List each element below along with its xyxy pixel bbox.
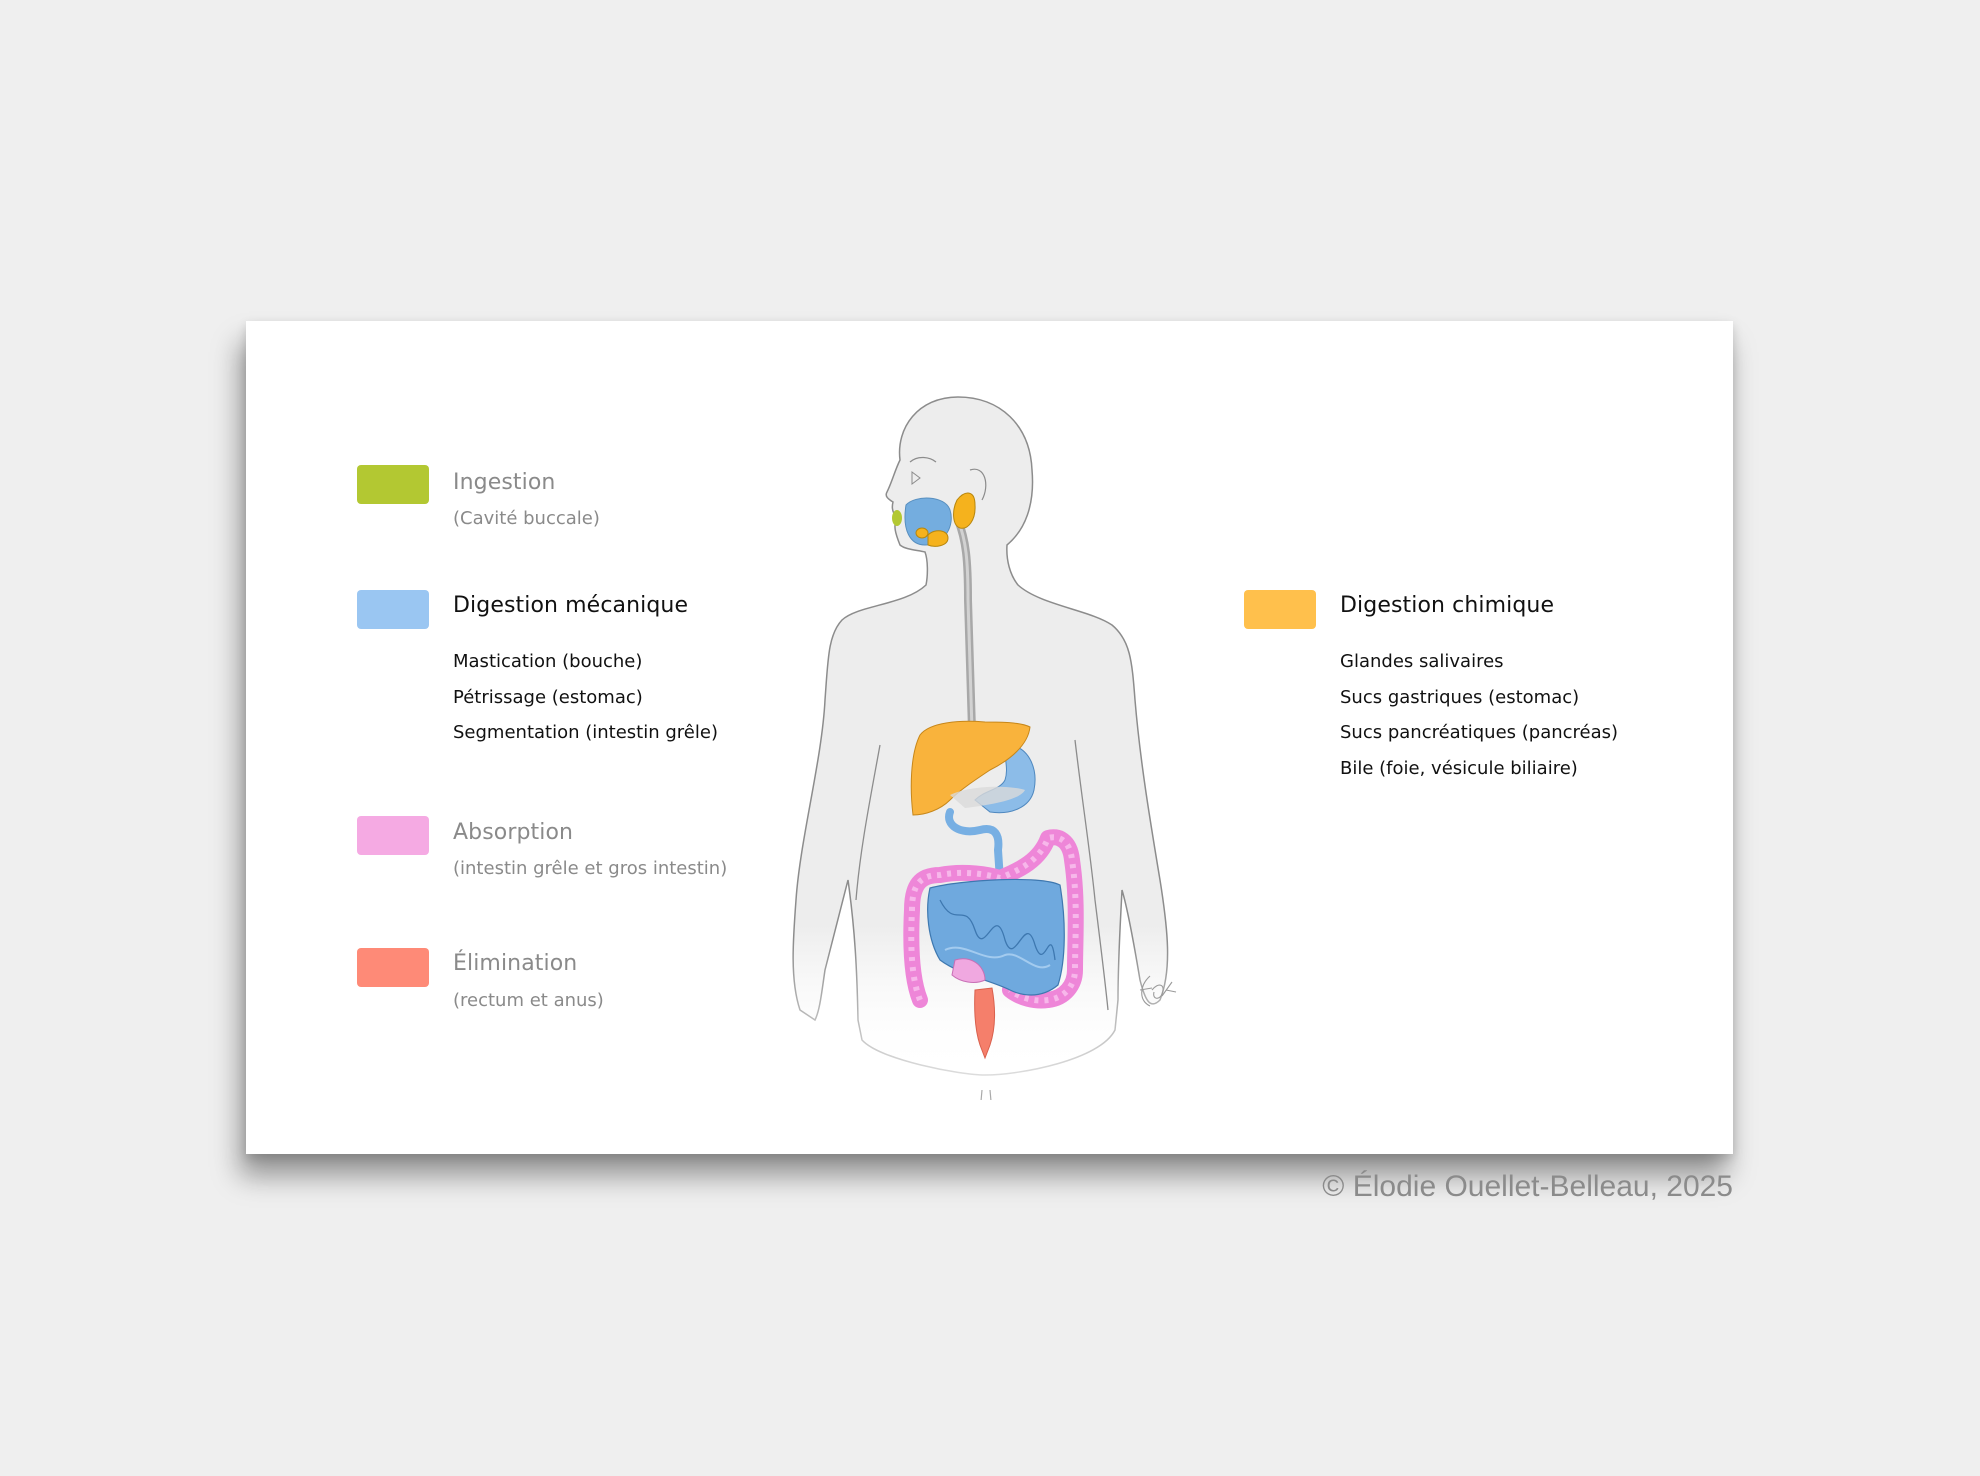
list-item: Segmentation (intestin grêle) — [453, 722, 718, 743]
list-item: Bile (foie, vésicule biliaire) — [1340, 757, 1578, 779]
copyright-notice: © Élodie Ouellet-Belleau, 2025 — [1322, 1170, 1733, 1203]
list-item: Pétrissage (estomac) — [453, 686, 643, 708]
elimination-subtitle: (rectum et anus) — [453, 990, 604, 1011]
mechanical-digestion-swatch — [357, 590, 429, 629]
chemical-digestion-list: Glandes salivaires Sucs gastriques (esto… — [1340, 644, 1618, 786]
elimination-title: Élimination — [453, 951, 578, 976]
absorption-subtitle: (intestin grêle et gros intestin) — [453, 858, 728, 879]
list-item: Glandes salivaires — [1340, 651, 1504, 672]
absorption-title: Absorption — [453, 820, 574, 845]
list-item: Sucs pancréatiques (pancréas) — [1340, 722, 1619, 743]
ingestion-title: Ingestion — [453, 470, 556, 495]
liver — [910, 720, 1031, 816]
mechanical-digestion-list: Mastication (bouche) Pétrissage (estomac… — [453, 644, 718, 751]
artist-signature — [1139, 975, 1177, 1007]
absorption-swatch — [357, 816, 429, 855]
chemical-digestion-swatch — [1244, 590, 1316, 629]
rectum — [974, 987, 995, 1060]
digestive-system-illustration — [792, 396, 1177, 1100]
lips — [892, 510, 902, 526]
elimination-swatch — [357, 948, 429, 987]
ingestion-swatch — [357, 465, 429, 504]
list-item: Mastication (bouche) — [453, 651, 643, 672]
mechanical-digestion-title: Digestion mécanique — [453, 593, 689, 618]
list-item: Sucs gastriques (estomac) — [1340, 686, 1580, 708]
pancreas — [950, 786, 1025, 808]
salivary-glands — [915, 492, 976, 547]
ingestion-subtitle: (Cavité buccale) — [453, 508, 600, 529]
chemical-digestion-title: Digestion chimique — [1340, 593, 1555, 618]
